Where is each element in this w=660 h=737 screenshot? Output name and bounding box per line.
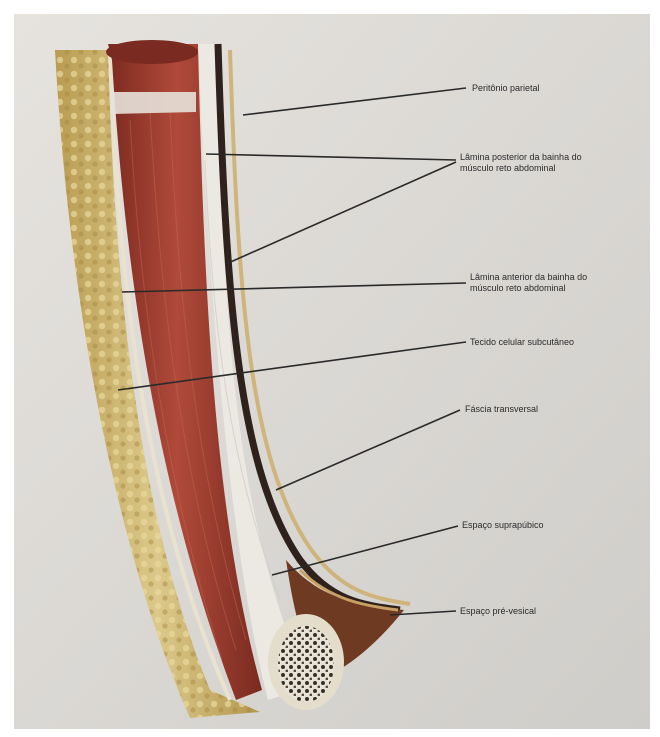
label-espaco-suprapubico: Espaço suprapúbico [462, 520, 544, 530]
label-lamina-posterior-line2: músculo reto abdominal [460, 163, 556, 173]
label-tecido-celular-subcutaneo: Tecido celular subcutâneo [470, 337, 574, 347]
tendinous-intersection [110, 92, 196, 114]
muscle-top [106, 40, 198, 64]
label-lamina-posterior-line1: Lâmina posterior da bainha do [460, 152, 582, 162]
label-peritonio-parietal: Peritônio parietal [472, 83, 540, 93]
label-fascia-transversal: Fáscia transversal [465, 404, 538, 414]
label-espaco-pre-vesical: Espaço pré-vesical [460, 606, 536, 616]
label-lamina-anterior-line1: Lâmina anterior da bainha do [470, 272, 587, 282]
label-lamina-anterior-line2: músculo reto abdominal [470, 283, 566, 293]
